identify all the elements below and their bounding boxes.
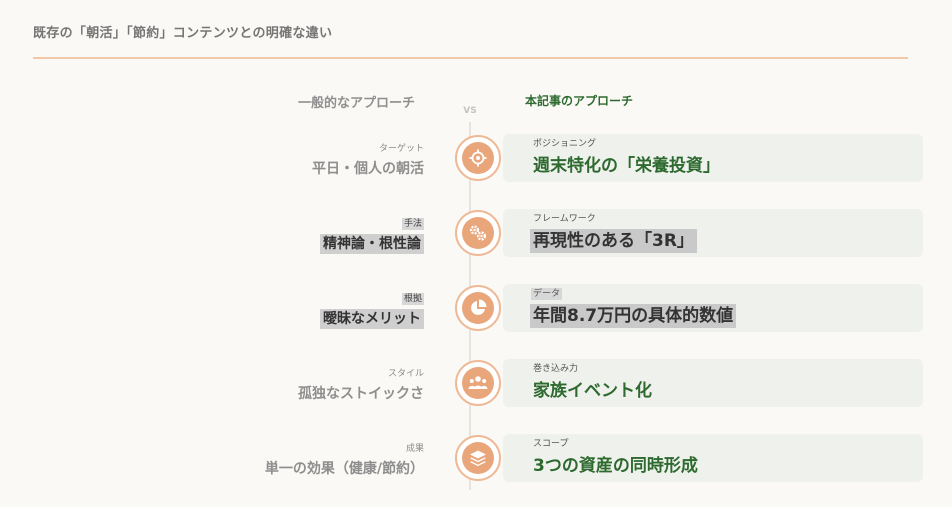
left-tag: 成果 — [405, 444, 424, 454]
left-main-text: 平日・個人の朝活 — [312, 161, 424, 177]
right-tag: 巻き込み力 — [533, 364, 579, 374]
right-card: 巻き込み力 家族イベント化 — [503, 359, 923, 407]
article-approach-heading: 本記事のアプローチ — [525, 94, 634, 108]
right-main-text: 3つの資産の同時形成 — [533, 456, 698, 476]
gears-icon — [455, 210, 501, 256]
left-tag: 手法 — [401, 218, 424, 230]
right-card: データ 年間8.7万円の具体的数値 — [503, 284, 923, 332]
right-main-text: 年間8.7万円の具体的数値 — [530, 304, 737, 328]
vs-label: VS — [463, 106, 477, 116]
left-main-text: 単一の効果（健康/節約） — [264, 461, 424, 477]
left-cell: 根拠 曖昧なメリット — [320, 286, 424, 329]
general-approach-heading: 一般的なアプローチ — [297, 96, 415, 111]
left-cell: ターゲット 平日・個人の朝活 — [312, 136, 424, 179]
right-main-text: 再現性のある「3R」 — [530, 229, 697, 253]
right-tag: データ — [531, 288, 563, 300]
left-main-text: 精神論・根性論 — [320, 234, 424, 254]
comparison-row-evidence: 根拠 曖昧なメリット データ 年間8.7万円の具体的数値 — [0, 284, 952, 334]
left-tag: 根拠 — [401, 293, 424, 305]
left-tag: スタイル — [387, 369, 424, 379]
left-main-text: 孤独なストイックさ — [298, 386, 424, 402]
right-card: スコープ 3つの資産の同時形成 — [503, 434, 923, 482]
left-tag: ターゲット — [378, 144, 424, 154]
right-main-text: 家族イベント化 — [533, 381, 652, 401]
left-cell: 成果 単一の効果（健康/節約） — [265, 436, 424, 479]
right-card: フレームワーク 再現性のある「3R」 — [503, 209, 923, 257]
layers-icon — [455, 435, 501, 481]
right-tag: フレームワーク — [533, 214, 596, 224]
right-main-text: 週末特化の「栄養投資」 — [533, 156, 720, 176]
comparison-row-result: 成果 単一の効果（健康/節約） スコープ 3つの資産の同時形成 — [0, 434, 952, 484]
people-group-icon — [455, 360, 501, 406]
comparison-row-method: 手法 精神論・根性論 フレームワーク 再現性のある「3R」 — [0, 209, 952, 259]
comparison-row-style: スタイル 孤独なストイックさ 巻き込み力 家族イベント化 — [0, 359, 952, 409]
right-card: ポジショニング 週末特化の「栄養投資」 — [503, 134, 923, 182]
pie-chart-icon — [455, 285, 501, 331]
title-divider — [33, 57, 908, 59]
left-cell: スタイル 孤独なストイックさ — [298, 361, 424, 404]
right-tag: スコープ — [533, 439, 569, 449]
left-main-text: 曖昧なメリット — [320, 309, 424, 329]
crosshair-icon — [455, 135, 501, 181]
left-cell: 手法 精神論・根性論 — [320, 211, 424, 254]
comparison-row-target: ターゲット 平日・個人の朝活 ポジショニング 週末特化の「栄養投資」 — [0, 134, 952, 184]
page-title: 既存の「朝活」「節約」コンテンツとの明確な違い — [33, 26, 333, 41]
right-tag: ポジショニング — [533, 139, 597, 149]
